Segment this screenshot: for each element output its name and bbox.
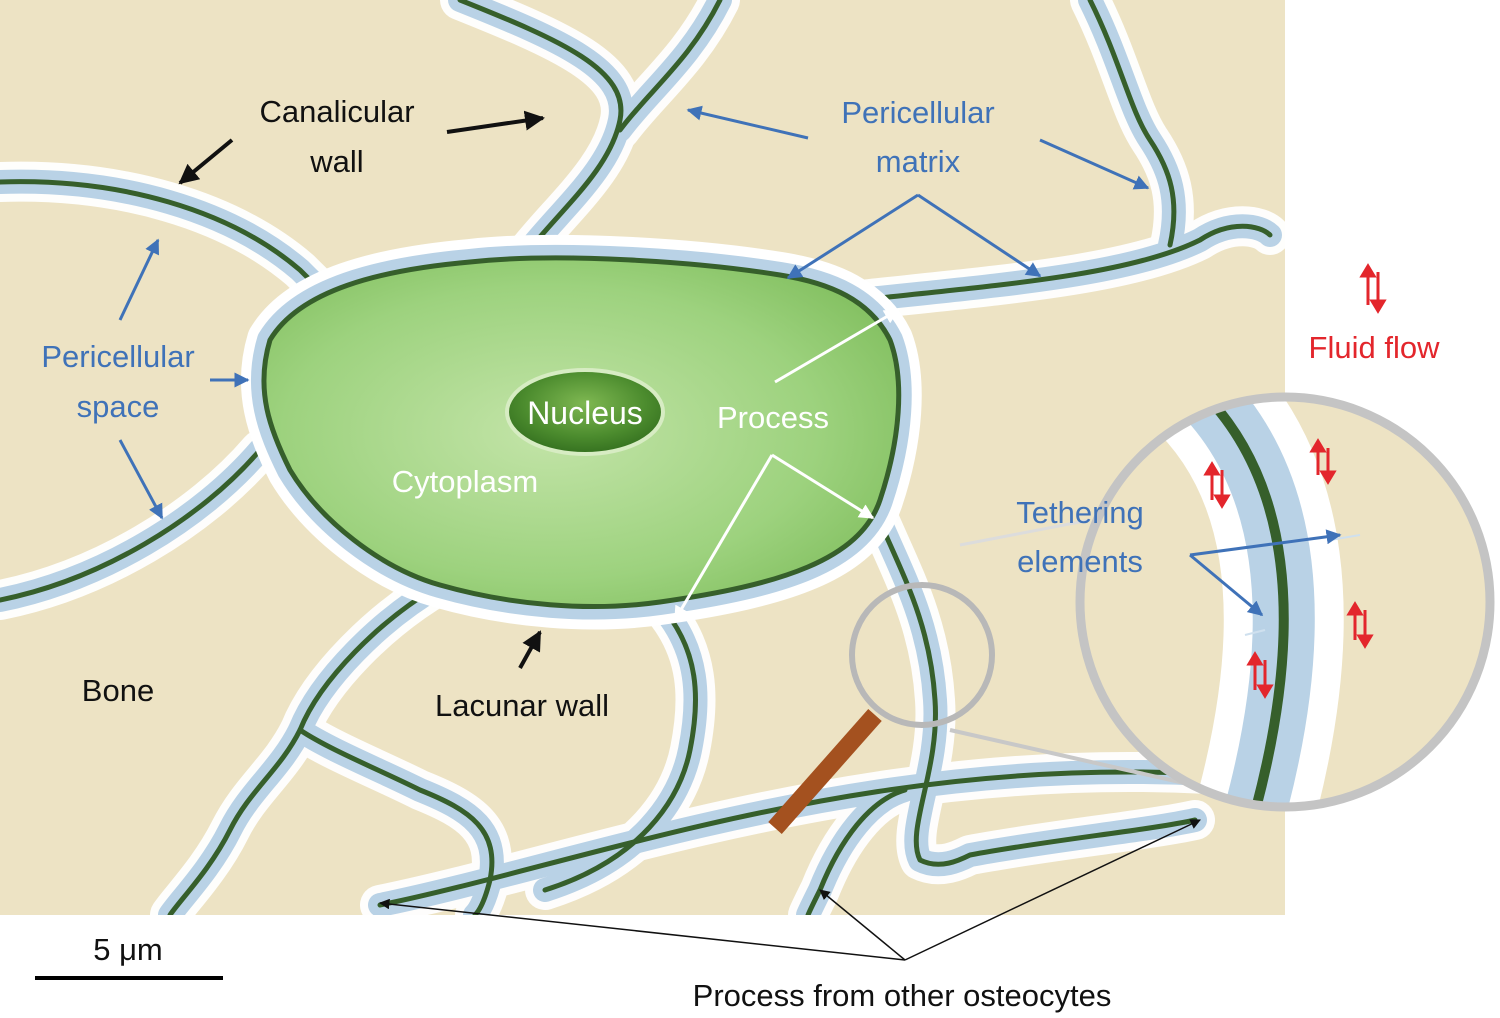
label-process: Process <box>717 400 829 435</box>
fluid-flow-icons <box>1203 263 1387 699</box>
nucleus <box>505 368 665 456</box>
label-nucleus: Nucleus <box>527 395 643 431</box>
label-fluid-flow: Fluid flow <box>1309 330 1441 365</box>
canaliculi-network <box>0 0 1285 915</box>
annotation-arrows <box>118 105 1342 961</box>
osteocyte-cell-body <box>240 234 922 630</box>
label-canalicular-wall-line2: wall <box>309 144 363 179</box>
label-pericellular-space-line1: Pericellular <box>41 339 194 374</box>
pointer-bar <box>768 709 882 834</box>
label-tethering-elements-line2: elements <box>1017 544 1143 579</box>
label-scale-bar: 5 μm <box>93 932 163 967</box>
fluid-flow-legend-icon <box>1359 263 1387 314</box>
label-canalicular-wall-line1: Canalicular <box>259 94 414 129</box>
label-pericellular-matrix-line1: Pericellular <box>841 95 994 130</box>
label-pericellular-matrix-line2: matrix <box>876 144 961 179</box>
label-process-other-osteocytes: Process from other osteocytes <box>693 978 1112 1013</box>
fluid-flow-icon <box>1246 651 1274 699</box>
label-pericellular-space-line2: space <box>77 389 160 424</box>
label-lacunar-wall: Lacunar wall <box>435 688 609 723</box>
fluid-flow-icon <box>1346 601 1374 649</box>
zoom-inset <box>849 392 1495 812</box>
fluid-flow-icon <box>1203 461 1231 509</box>
fluid-flow-icon <box>1309 438 1337 485</box>
labels: Canalicular wall Pericellular matrix Per… <box>41 94 1440 1013</box>
label-tethering-elements-line1: Tethering <box>1016 495 1144 530</box>
label-cytoplasm: Cytoplasm <box>392 464 538 499</box>
zoom-source-circle <box>849 582 995 728</box>
label-bone: Bone <box>82 673 154 708</box>
